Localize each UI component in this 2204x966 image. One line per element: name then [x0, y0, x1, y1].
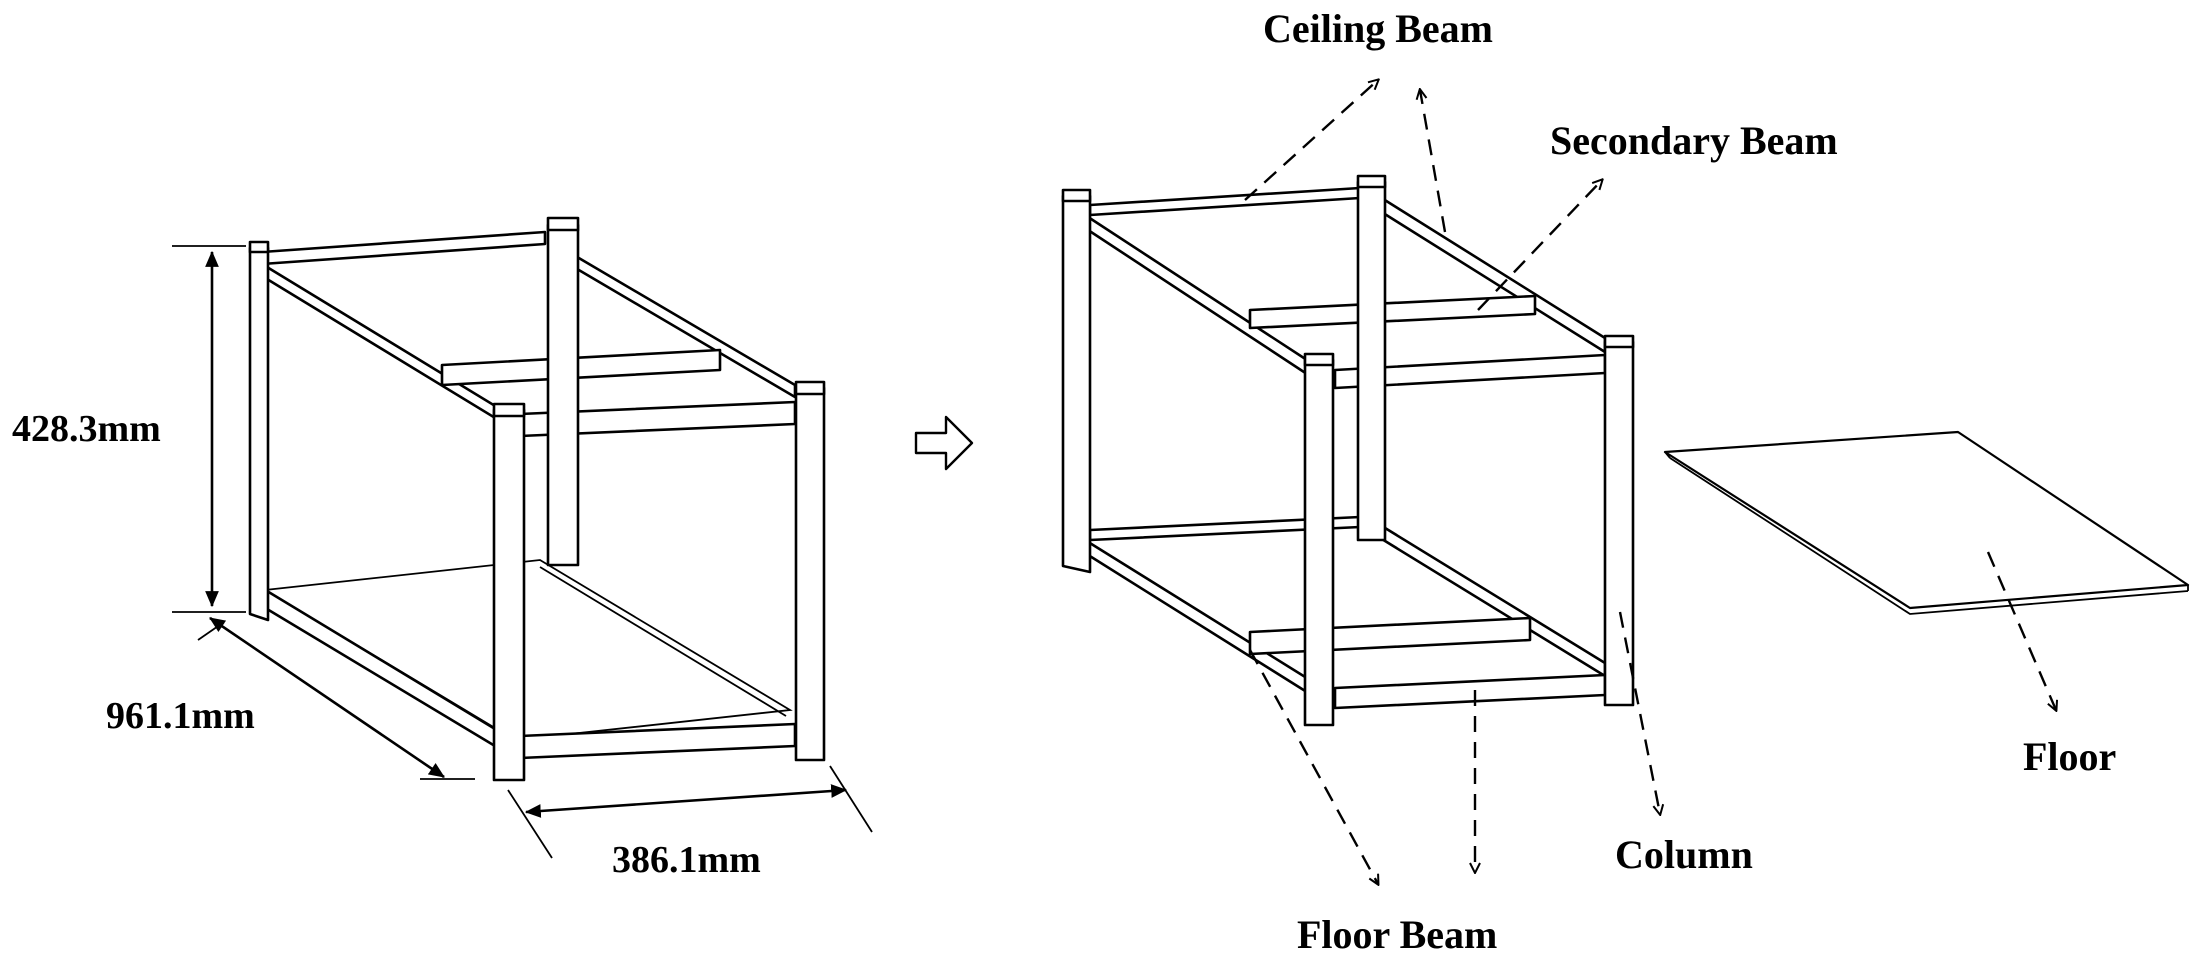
leaders	[1244, 80, 2056, 884]
height-label: 428.3mm	[12, 408, 161, 450]
ceiling-beam-label: Ceiling Beam	[1263, 6, 1493, 51]
left-column-cap	[248, 240, 270, 254]
dim-height: 428.3mm	[12, 245, 246, 613]
left-bottom-front-beam	[518, 722, 797, 760]
left-column-cap	[492, 402, 526, 418]
secondary-beam-label: Secondary Beam	[1550, 118, 1838, 163]
ceiling-beam-right	[1370, 190, 1607, 354]
right-frame	[1061, 174, 1635, 727]
column-back-left	[1061, 194, 1092, 574]
length-label: 961.1mm	[106, 695, 255, 737]
column-cap	[1061, 188, 1092, 203]
ceiling-beam-left	[1083, 213, 1312, 378]
dim-length: 961.1mm	[106, 616, 475, 780]
column-cap	[1603, 334, 1635, 349]
floor-label: Floor	[2023, 734, 2116, 779]
left-top-secondary-beam	[440, 348, 722, 387]
secondary-beam-bottom	[1248, 616, 1532, 656]
secondary-beam-top	[1248, 294, 1537, 330]
column-cap	[1356, 174, 1387, 189]
left-column-back-right	[546, 223, 580, 567]
left-column-back-left	[248, 246, 270, 622]
floor-beam-front	[1333, 673, 1607, 710]
left-column-cap	[794, 380, 826, 396]
left-frame: 428.3mm 961.1mm 386.1mm	[12, 216, 873, 881]
ceiling-beam-back	[1088, 186, 1362, 217]
left-bottom-left-beam	[260, 586, 507, 754]
column-back-right	[1356, 180, 1387, 542]
left-column-front-left	[492, 408, 526, 782]
floor-beam-label: Floor Beam	[1297, 912, 1497, 957]
column-label: Column	[1615, 832, 1753, 877]
width-label: 386.1mm	[612, 839, 761, 881]
right-hollow-arrow-icon	[914, 415, 974, 471]
floor-beam-left	[1083, 538, 1312, 696]
left-column-cap	[546, 216, 580, 232]
floor-panel	[1663, 430, 2190, 615]
left-top-back-beam	[260, 230, 547, 266]
column-cap	[1303, 352, 1335, 367]
left-column-front-right	[794, 386, 826, 762]
column-front-left	[1303, 358, 1335, 727]
left-top-left-beam	[260, 262, 512, 429]
dim-width: 386.1mm	[507, 765, 873, 881]
floor-beam-right	[1370, 518, 1607, 678]
